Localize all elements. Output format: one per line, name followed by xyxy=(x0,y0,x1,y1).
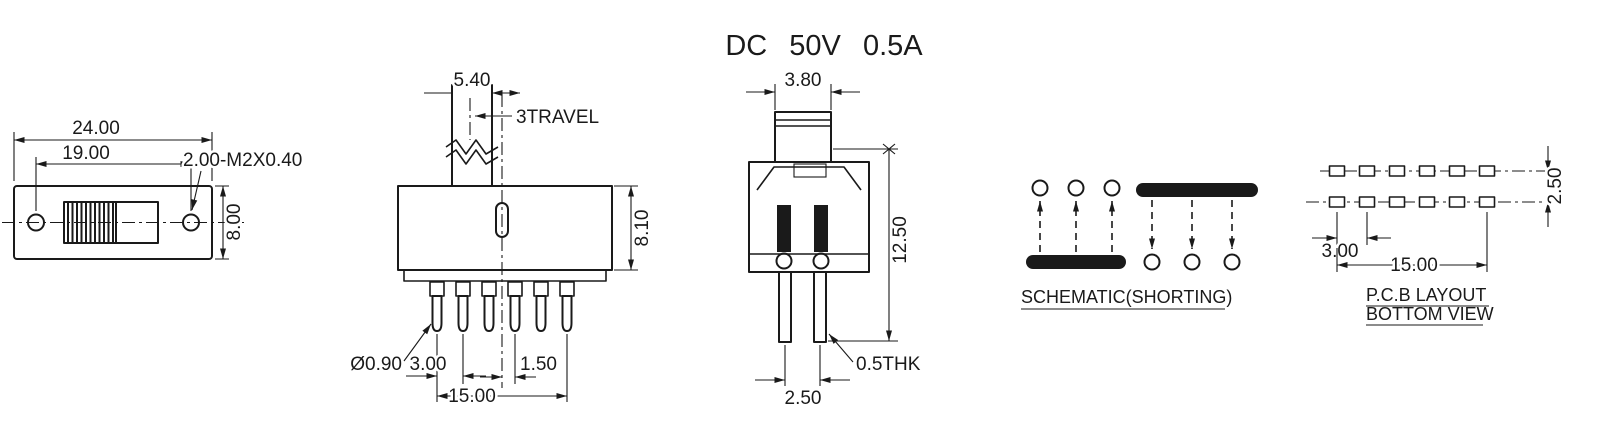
mounting-hole-right xyxy=(182,213,200,232)
pcb-dim-pad-pitch: 3.00 xyxy=(1322,241,1359,262)
dim-pin-pitch: 3.00 xyxy=(410,354,447,375)
thickness-callout: 0.5THK xyxy=(856,354,921,375)
dim-half-pitch: 1.50 xyxy=(520,354,557,375)
switch-top-outline xyxy=(13,185,213,260)
front-view: 5.40 3TRAVEL 8.10 3.00 Ø0.90 1.50 15.00 xyxy=(348,68,656,410)
dim-stem-depth: 3.80 xyxy=(785,70,822,91)
schematic-terminal xyxy=(1183,253,1201,271)
dim-body-depth: 8.00 xyxy=(224,204,245,241)
pcb-dim-row-spacing: 2.50 xyxy=(1545,168,1566,205)
schematic-view: SCHEMATIC(SHORTING) xyxy=(1021,179,1258,310)
dim-body-height: 8.10 xyxy=(632,210,653,247)
rating-title: DC 50V 0.5A xyxy=(725,30,923,62)
schematic-common-bar-top xyxy=(1136,183,1258,197)
leg-left xyxy=(778,271,792,343)
schematic-terminal xyxy=(1143,253,1161,271)
dim-hole-spacing: 19.00 xyxy=(62,143,110,164)
schematic-common-bar-bottom xyxy=(1026,255,1126,269)
dim-overall-height: 12.50 xyxy=(890,216,911,264)
pcb-label-line2: BOTTOM VIEW xyxy=(1366,304,1494,324)
dim-pin-diameter: Ø0.90 xyxy=(350,354,402,375)
schematic-terminal xyxy=(1223,253,1241,271)
mounting-hole-left xyxy=(27,213,45,232)
actuator-ridges xyxy=(775,119,831,127)
pcb-layout-view: 2.50 3.00 15.00 P.C.B LAYOUT BOTTOM VIEW xyxy=(1306,146,1569,326)
top-view: 24.00 19.00 8.00 2.00-M2X0.40 xyxy=(2,116,305,260)
side-view: DC 50V 0.5A 3.80 12.50 2.50 0.5THK xyxy=(725,30,923,412)
stem-break-lines xyxy=(445,139,499,165)
bottom-flange xyxy=(403,270,607,282)
actuator-stem xyxy=(451,84,493,187)
contact-bar-left xyxy=(777,205,791,252)
travel-label: 3TRAVEL xyxy=(516,107,599,128)
contact-bump-left xyxy=(775,252,793,270)
dim-leg-spacing: 2.50 xyxy=(785,388,822,409)
dim-overall-width: 24.00 xyxy=(72,118,120,139)
dim-tick xyxy=(882,143,896,155)
center-slot xyxy=(495,202,509,238)
schematic-terminal xyxy=(1067,179,1085,197)
pcb-label-line1: P.C.B LAYOUT xyxy=(1366,285,1486,305)
contact-bar-right xyxy=(814,205,828,252)
dim-stem-width: 5.40 xyxy=(454,70,491,91)
pcb-dim-pad-span: 15.00 xyxy=(1390,255,1438,276)
schematic-terminal xyxy=(1031,179,1049,197)
thread-callout: 2.00-M2X0.40 xyxy=(183,150,302,171)
slider-knob-outline xyxy=(63,201,159,244)
pcb-pads-top-row xyxy=(1328,165,1496,177)
terminal-pins xyxy=(431,295,573,332)
contact-bump-right xyxy=(812,252,830,270)
switch-front-body xyxy=(397,185,613,271)
leg-right xyxy=(813,271,827,343)
stem-slot xyxy=(793,163,827,178)
inner-cavity xyxy=(756,166,862,191)
slider-knob-ribs xyxy=(67,201,117,244)
pin-shoulders xyxy=(429,281,575,297)
schematic-terminal xyxy=(1103,179,1121,197)
pcb-pads-bottom-row xyxy=(1328,196,1496,208)
schematic-label: SCHEMATIC(SHORTING) xyxy=(1021,287,1232,307)
dim-pin-span: 15.00 xyxy=(448,386,496,407)
switch-side-body xyxy=(748,161,870,273)
